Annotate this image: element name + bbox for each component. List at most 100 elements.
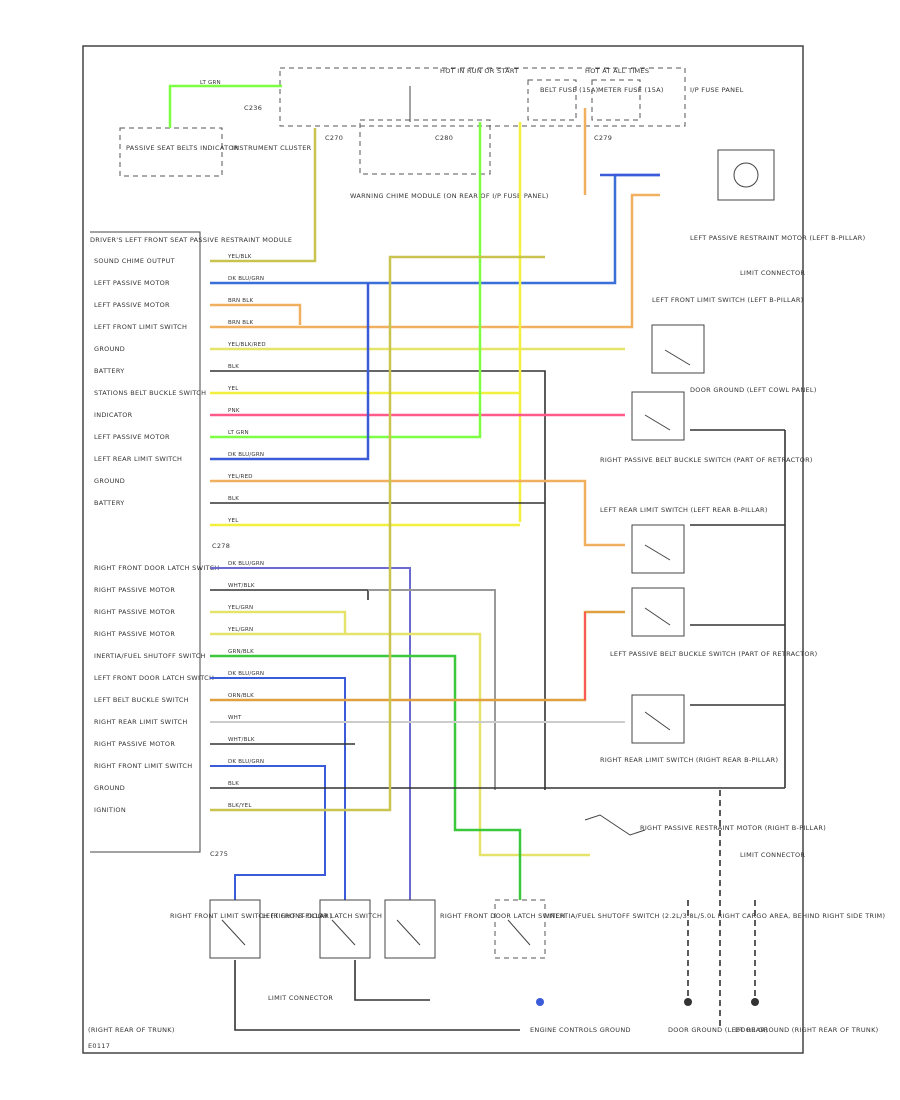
wire-yel-grn-2 (210, 632, 590, 857)
rf-latch-contact (396, 919, 421, 946)
module-pin-label: LEFT FRONT LIMIT SWITCH (94, 323, 187, 331)
module-pin-label: LEFT PASSIVE MOTOR (94, 279, 170, 287)
passive-belt-indicator-box (119, 127, 223, 177)
connector-c270: C270 (325, 134, 343, 142)
module-pin-label: GROUND (94, 477, 125, 485)
meter-fuse-label: METER FUSE (15A) (598, 86, 664, 94)
lf-door-latch-label: LEFT FRONT DOOR LATCH SWITCH (262, 912, 382, 920)
rf-limit-switch-contact (221, 919, 246, 946)
module-pin-label: RIGHT PASSIVE MOTOR (94, 630, 175, 638)
rf-limit-switch-label: RIGHT FRONT LIMIT SWITCH (RIGHT B-PILLAR… (170, 912, 332, 920)
wire-brn-blk-2 (210, 193, 660, 329)
wire-label-row4: BRN BLK (228, 320, 253, 326)
ip-fuse-panel-label: I/P FUSE PANEL (690, 86, 744, 94)
module-pin-labels-2: RIGHT FRONT DOOR LATCH SWITCH RIGHT PASSI… (94, 564, 219, 814)
wire-label-row10: DK BLU/GRN (228, 452, 264, 458)
lr-limit-switch-contact (644, 544, 671, 561)
wire-brn-blk-1 (210, 303, 302, 325)
belt-fuse-label: BELT FUSE (15A) (540, 86, 598, 94)
connector-c279: C279 (594, 134, 612, 142)
module-pin-label: GROUND (94, 345, 125, 353)
connector-c278: C278 (212, 542, 230, 550)
wire-grn-blk (210, 654, 522, 900)
left-motor (717, 149, 775, 201)
lr-limit-switch-label: LEFT REAR LIMIT SWITCH (LEFT REAR B-PILL… (600, 506, 768, 514)
wire-label-row7: YEL (227, 386, 239, 392)
ground-point-1 (684, 998, 692, 1006)
wire-rf-limit (210, 765, 326, 900)
wire-yel-red-lr (210, 479, 625, 547)
door-ground-label: DOOR GROUND (LEFT COWL PANEL) (690, 386, 817, 394)
rf-limit-switch-box (209, 899, 261, 959)
wire-label-b2-4: YEL/GRN (227, 627, 253, 633)
wire-yel-grn-1 (210, 610, 347, 635)
inertia-switch-label: INERTIA/FUEL SHUTOFF SWITCH (2.2L/3.8L/5… (548, 912, 885, 920)
module-pin-label: LEFT FRONT DOOR LATCH SWITCH (94, 674, 214, 682)
warning-chime-box (359, 119, 491, 175)
connector-c280: C280 (435, 134, 453, 142)
instrument-cluster-label: INSTRUMENT CLUSTER (232, 144, 312, 152)
wire-label-b2-6: DK BLU/GRN (228, 671, 264, 677)
door-ground-lf-label: DOOR GROUND (LEFT REAR) (668, 1026, 768, 1034)
module-pin-label: RIGHT PASSIVE MOTOR (94, 608, 175, 616)
rr-limit-switch-contact (644, 711, 671, 731)
wire-blk-ground-1 (210, 370, 546, 790)
lf-limit-switch-contact (664, 349, 691, 366)
wire-dk-blu-grn-2 (210, 283, 370, 461)
module-pin-label: RIGHT PASSIVE MOTOR (94, 586, 175, 594)
limit-connector-label: LIMIT CONNECTOR (740, 269, 805, 277)
module-pin-label: RIGHT PASSIVE MOTOR (94, 740, 175, 748)
rf-door-latch-label: RIGHT FRONT DOOR LATCH SWITCH (440, 912, 565, 920)
rr-limit-switch (631, 694, 685, 744)
module-pin-label: RIGHT REAR LIMIT SWITCH (94, 718, 188, 726)
lf-limit-switch-label: LEFT FRONT LIMIT SWITCH (LEFT B-PILLAR) (652, 296, 803, 304)
wire-label-b2-2: WHT/BLK (228, 583, 255, 589)
module-pin-label: RIGHT FRONT LIMIT SWITCH (94, 762, 192, 770)
door-ground-rr-label: DOOR GROUND (RIGHT REAR OF TRUNK) (735, 1026, 879, 1034)
wire-ignition (210, 255, 545, 812)
connector-c275: C275 (210, 850, 228, 858)
rr-limit-switch-label: RIGHT REAR LIMIT SWITCH (RIGHT REAR B-PI… (600, 756, 778, 764)
module-pin-label: RIGHT FRONT DOOR LATCH SWITCH (94, 564, 219, 572)
wire-wht-blk-1 (210, 589, 369, 600)
left-motor-symbol (733, 162, 759, 188)
driver-module-outline (90, 231, 201, 853)
wire-label-b2-11: BLK (228, 781, 239, 787)
left-motor-label: LEFT PASSIVE RESTRAINT MOTOR (LEFT B-PIL… (690, 234, 865, 242)
lf-latch-box (319, 899, 371, 959)
passive-belt-indicator-label: PASSIVE SEAT BELTS INDICATOR (126, 144, 239, 152)
engine-ground-point (536, 998, 544, 1006)
engine-ground-label: ENGINE CONTROLS GROUND (530, 1026, 631, 1034)
wire-label-row13: YEL (227, 518, 239, 524)
wire-label-b2-3: YEL/GRN (227, 605, 253, 611)
right-belt-switch-label: RIGHT PASSIVE BELT BUCKLE SWITCH (PART O… (600, 456, 813, 464)
wire-wht-blk-2 (368, 589, 496, 790)
module-pin-label: BATTERY (94, 367, 125, 375)
wire-label-row2: DK BLU/GRN (228, 276, 264, 282)
door-switch (631, 391, 685, 441)
module-pin-label: GROUND (94, 784, 125, 792)
module-pin-label: LEFT REAR LIMIT SWITCH (94, 455, 182, 463)
wire-label-b2-10: DK BLU/GRN (228, 759, 264, 765)
inertia-switch-contact (507, 919, 531, 946)
wire-label-row9: LT GRN (228, 430, 249, 436)
belt-fuse-box (527, 79, 577, 121)
wire-rf-latch (210, 567, 411, 900)
wire-label-row8: PNK (228, 408, 240, 414)
wire-bottom-ground-2 (354, 960, 430, 1001)
module-pin-label: SOUND CHIME OUTPUT (94, 257, 175, 265)
wire-label-row11: YEL/RED (227, 474, 253, 480)
rf-latch-box (384, 899, 436, 959)
ground-point-2 (751, 998, 759, 1006)
warning-chime-label: WARNING CHIME MODULE (ON REAR OF I/P FUS… (350, 192, 549, 200)
wire-yel-blk-chime (210, 128, 317, 263)
module-pin-label: BATTERY (94, 499, 125, 507)
wire-lt-grn-top (168, 84, 282, 128)
lr-limit-switch (631, 524, 685, 574)
module-pin-label: STATIONS BELT BUCKLE SWITCH (94, 389, 206, 397)
left-belt-switch-contact (644, 607, 671, 626)
module-pin-label: LEFT PASSIVE MOTOR (94, 301, 170, 309)
wires: LT GRN YEL/BLK DK BLU/GRN BRN BLK BRN BL… (168, 80, 786, 1031)
lf-latch-contact (331, 919, 356, 946)
